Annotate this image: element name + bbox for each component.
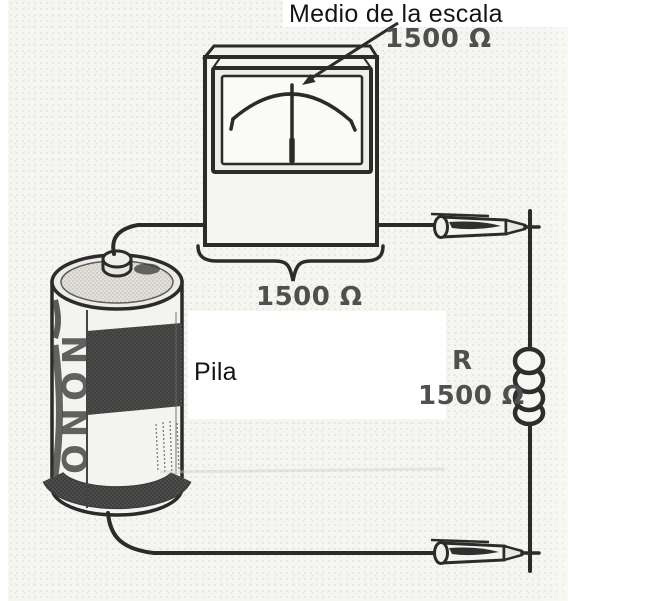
scan-artifact-streak [159, 467, 446, 474]
battery-fine-print-texture [155, 420, 180, 475]
wire-battery-to-bottom-probe [106, 511, 440, 555]
wire-battery-to-meter [111, 223, 208, 256]
label-background-pila [188, 311, 446, 419]
battery-label: Pila [194, 358, 237, 386]
test-probe-bottom [430, 538, 541, 565]
resistor-value: 1500 Ω [418, 381, 525, 411]
battery-illustration [42, 249, 192, 517]
meter-resistance-brace [196, 244, 385, 282]
battery-side-text: NONO [53, 334, 93, 482]
resistor-symbol [512, 346, 546, 427]
annotation-arrow [302, 21, 399, 85]
test-probe-top [430, 212, 541, 239]
half-scale-value: 1500 Ω [385, 24, 492, 54]
half-scale-annotation: Medio de la escala [289, 0, 503, 28]
label-background-top [283, 0, 660, 27]
page-right-margin [540, 0, 660, 601]
meter-resistance-value: 1500 Ω [256, 282, 363, 312]
resistor-name: R [452, 346, 473, 376]
analog-meter [201, 44, 380, 247]
battery-positive-terminal [101, 249, 133, 278]
